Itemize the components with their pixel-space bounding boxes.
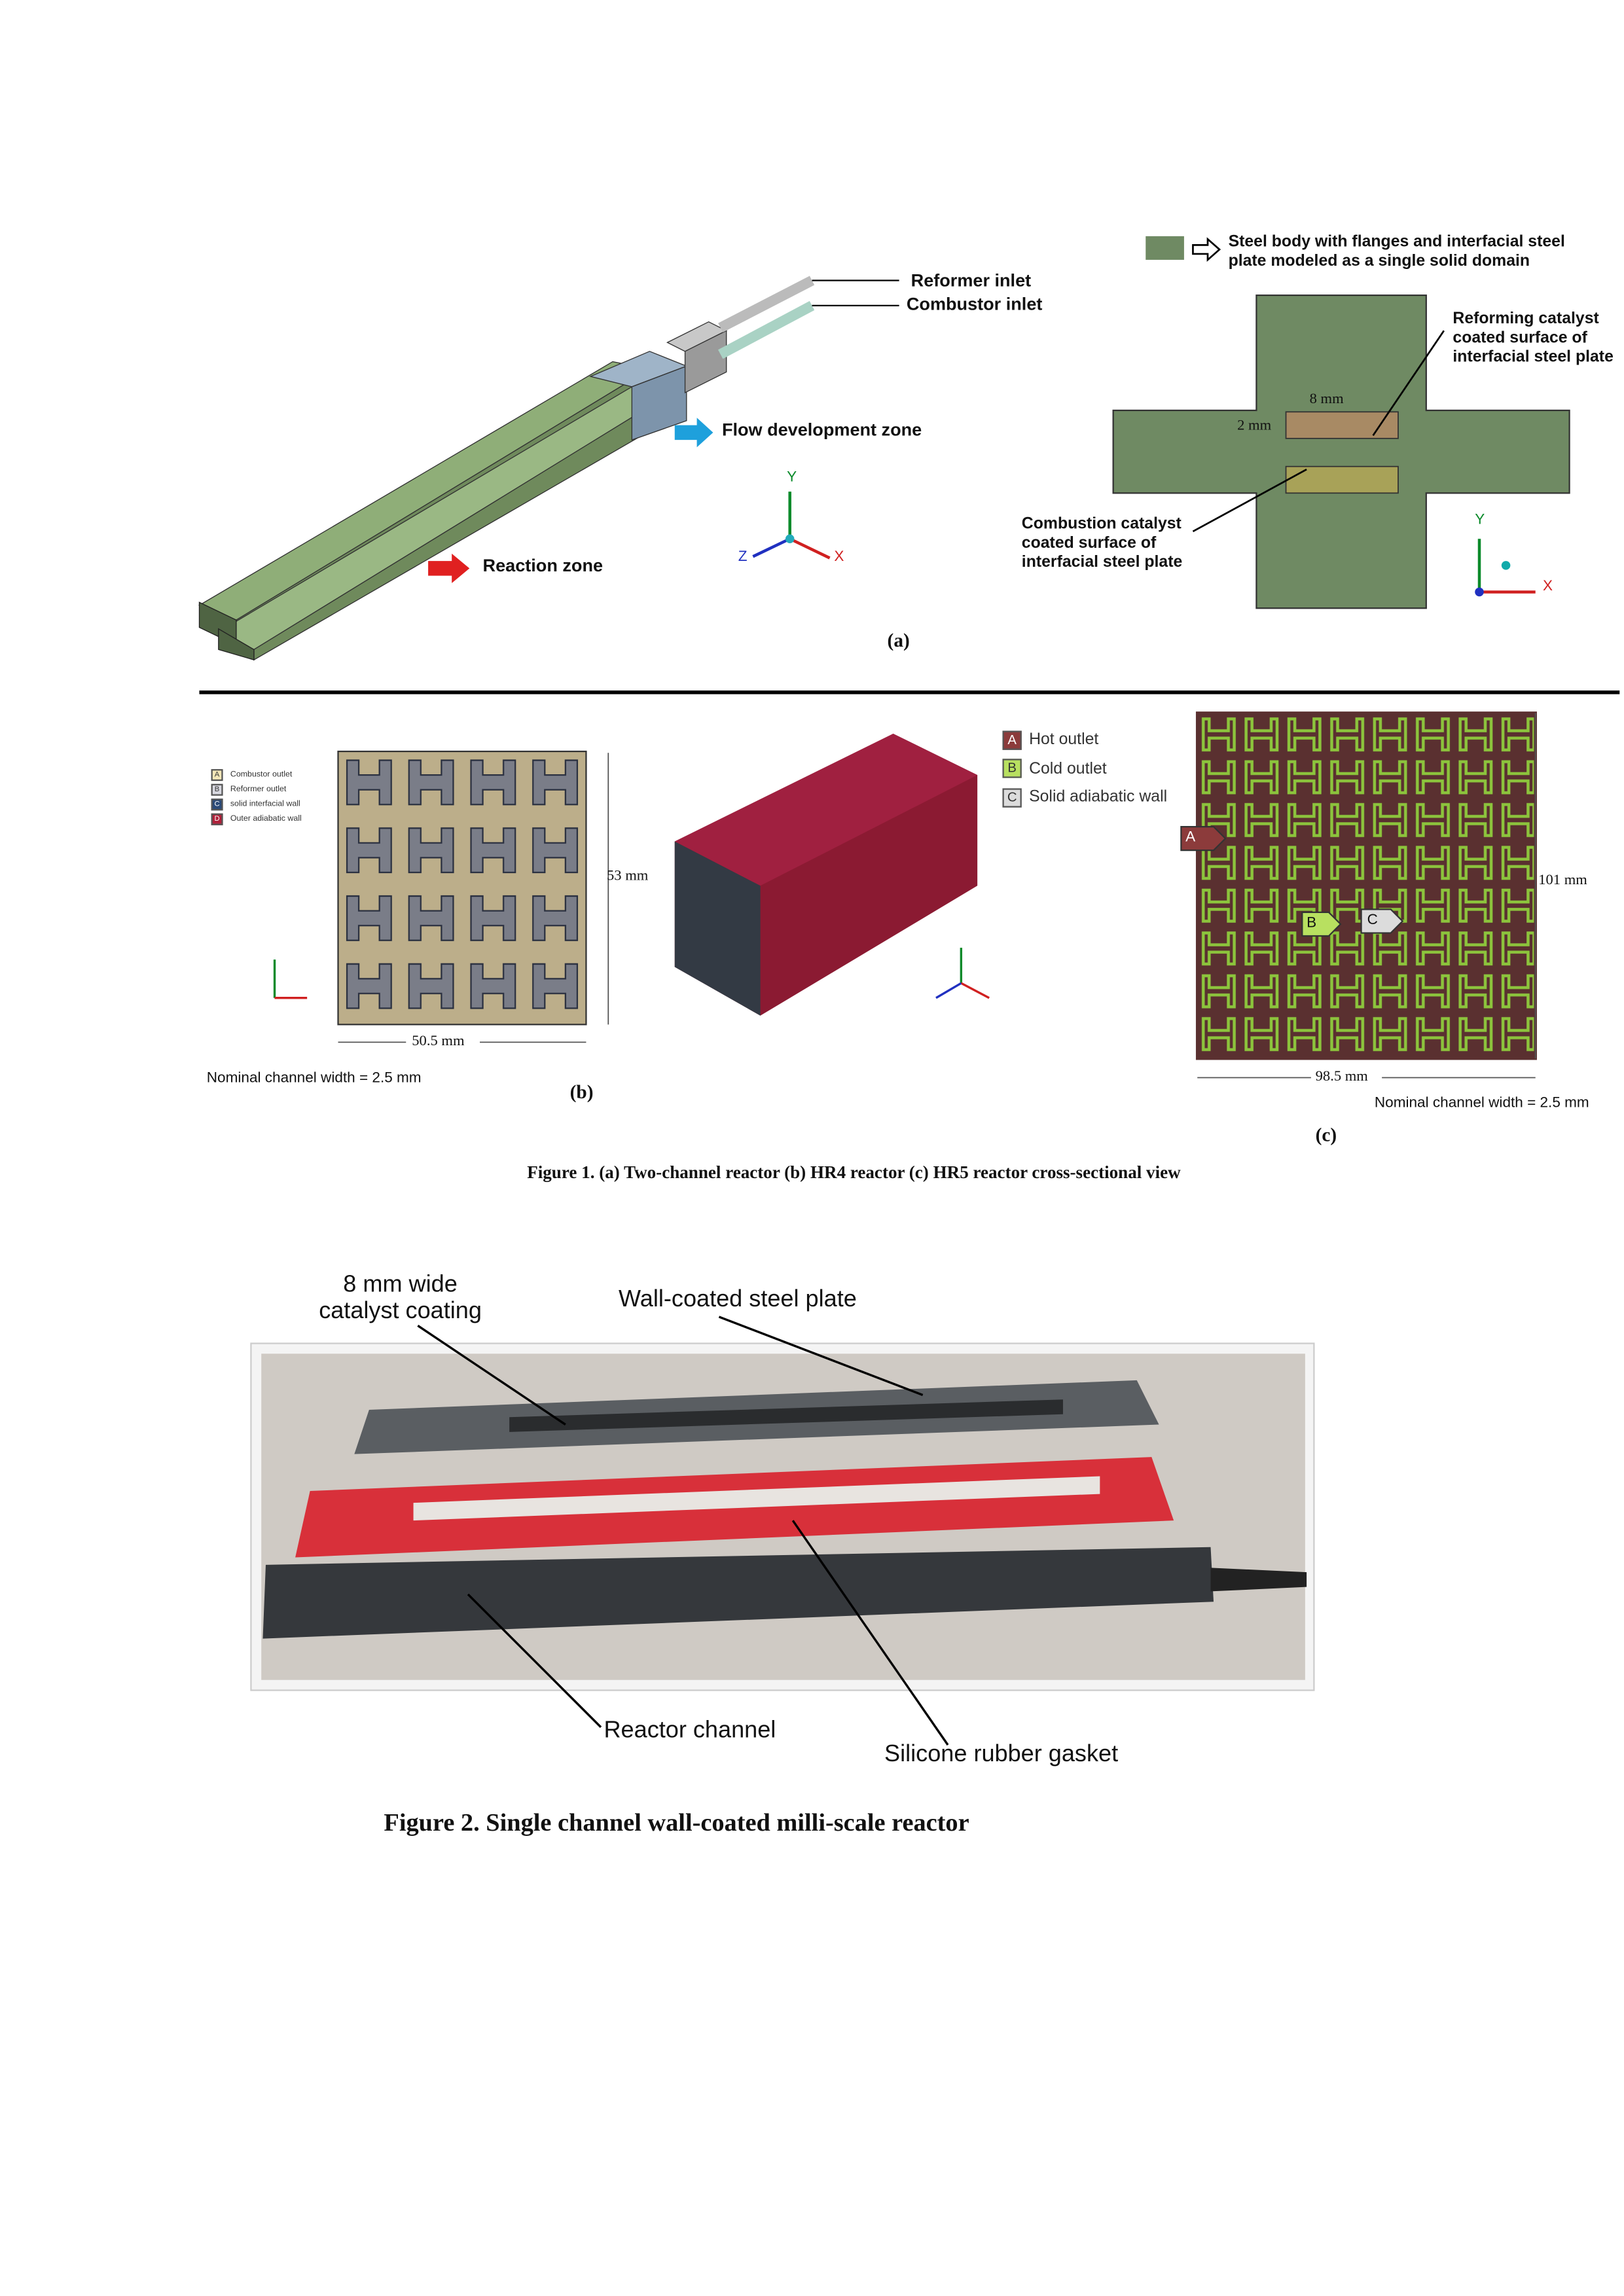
plate-label: Wall-coated steel plate bbox=[619, 1287, 857, 1313]
axes-xy-icon bbox=[273, 960, 308, 999]
hr5-cross-section bbox=[1195, 711, 1537, 1060]
hr4-cross-section bbox=[337, 750, 587, 1026]
reaction-arrow-icon bbox=[428, 553, 470, 583]
panel-c-label: (c) bbox=[1315, 1123, 1337, 1146]
axis-z-label: Z bbox=[738, 549, 748, 565]
legend-text: Steel body with flanges and interfacial … bbox=[1228, 233, 1565, 270]
combustor-inlet-label: Combustor inlet bbox=[906, 293, 1043, 315]
gasket-label: Silicone rubber gasket bbox=[884, 1742, 1119, 1767]
hr4-width: 50.5 mm bbox=[412, 1033, 465, 1050]
axis-y-label: Y bbox=[1475, 512, 1485, 529]
flow-zone-label: Flow development zone bbox=[721, 419, 922, 440]
legend-swatch bbox=[1146, 236, 1184, 260]
reformer-inlet-label: Reformer inlet bbox=[911, 270, 1032, 291]
hr5-height: 101 mm bbox=[1538, 872, 1587, 889]
axis-y-label: Y bbox=[787, 469, 797, 486]
marker-b: B bbox=[1307, 915, 1317, 932]
channel-label: Reactor channel bbox=[604, 1718, 776, 1744]
marker-a: A bbox=[1185, 829, 1196, 846]
figure-1-caption: Figure 1. (a) Two-channel reactor (b) HR… bbox=[527, 1162, 1181, 1183]
axes-triad-icon bbox=[935, 948, 990, 999]
cross-section bbox=[1112, 294, 1570, 609]
hr4-height: 53 mm bbox=[607, 868, 649, 885]
dim-8mm: 8 mm bbox=[1309, 391, 1344, 408]
hr5-width: 98.5 mm bbox=[1315, 1068, 1368, 1085]
panel-b-label: (b) bbox=[569, 1081, 594, 1103]
axes-triad-icon bbox=[752, 492, 831, 560]
hr5-nominal: Nominal channel width = 2.5 mm bbox=[1374, 1095, 1589, 1112]
figure-2-caption: Figure 2. Single channel wall-coated mil… bbox=[384, 1808, 969, 1837]
dim-2mm: 2 mm bbox=[1237, 418, 1272, 435]
hr4-nominal: Nominal channel width = 2.5 mm bbox=[206, 1070, 422, 1087]
panel-a-label: (a) bbox=[887, 628, 910, 651]
marker-c: C bbox=[1367, 912, 1378, 929]
axis-x-label: X bbox=[834, 549, 844, 565]
reaction-zone-label: Reaction zone bbox=[482, 555, 604, 576]
axis-x-label: X bbox=[1542, 579, 1553, 595]
axes-xy-icon bbox=[1475, 539, 1536, 597]
